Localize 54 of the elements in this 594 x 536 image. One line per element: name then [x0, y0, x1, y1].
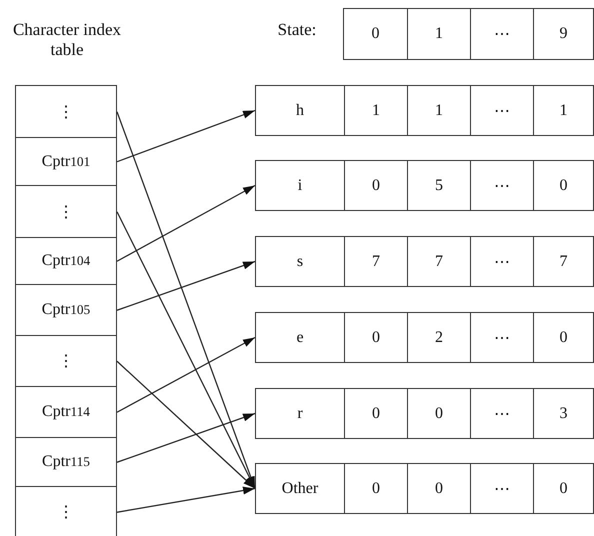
- table-cell: ⋮: [15, 335, 117, 388]
- table-cell: 0: [344, 161, 407, 210]
- table-cell: 1: [344, 86, 407, 135]
- table-cell: 9: [533, 9, 593, 59]
- table-cell: ⋯: [470, 389, 533, 438]
- arrow: [116, 486, 256, 513]
- transition-row: [255, 160, 594, 211]
- table-cell-text: e: [295, 328, 305, 348]
- table-cell: 3: [533, 389, 593, 438]
- table-cell: 0: [533, 464, 593, 513]
- table-cell: ⋯: [470, 237, 533, 286]
- table-cell-text: h: [295, 100, 305, 120]
- table-cell: 7: [533, 237, 593, 286]
- table-cell: ⋮: [15, 486, 117, 536]
- table-cell: 5: [407, 161, 470, 210]
- table-cell-text: 0: [370, 24, 380, 44]
- transition-row: [255, 85, 594, 136]
- table-cell-text: i: [296, 176, 304, 196]
- table-cell-text: s: [296, 252, 304, 272]
- transition-row: [255, 236, 594, 287]
- table-cell: 1: [407, 86, 470, 135]
- table-cell: 7: [344, 237, 407, 286]
- table-cell: ⋯: [470, 161, 533, 210]
- table-heading: Character index table: [12, 20, 122, 61]
- table-cell: ⋮: [15, 85, 117, 138]
- table-cell: 7: [407, 237, 470, 286]
- table-cell: 0: [533, 313, 593, 362]
- table-cell: ⋯: [470, 464, 533, 513]
- arrow: [116, 260, 256, 311]
- table-cell: ⋮: [15, 185, 117, 238]
- table-cell: ⋯: [470, 313, 533, 362]
- arrow: [116, 412, 256, 463]
- table-cell: 0: [344, 313, 407, 362]
- arrow: [116, 336, 256, 413]
- table-cell: 0: [344, 464, 407, 513]
- table-cell: 0: [407, 464, 470, 513]
- table-cell: 0: [407, 389, 470, 438]
- arrow: [116, 110, 256, 162]
- transition-row: [255, 312, 594, 363]
- table-cell-text: Other: [280, 478, 320, 498]
- table-cell: 0: [344, 389, 407, 438]
- state-header-row: [343, 8, 594, 60]
- table-cell: 1: [407, 9, 470, 59]
- table-cell: ⋯: [470, 86, 533, 135]
- table-cell: 1: [533, 86, 593, 135]
- arrow: [116, 184, 256, 262]
- table-cell: 2: [407, 313, 470, 362]
- table-cell: 0: [533, 161, 593, 210]
- table-cell: ⋯: [470, 9, 533, 59]
- transition-row: [255, 388, 594, 439]
- arrow: [116, 360, 256, 489]
- transition-row: [255, 463, 594, 514]
- state-label: State:: [276, 20, 318, 40]
- table-cell-text: r: [296, 404, 304, 424]
